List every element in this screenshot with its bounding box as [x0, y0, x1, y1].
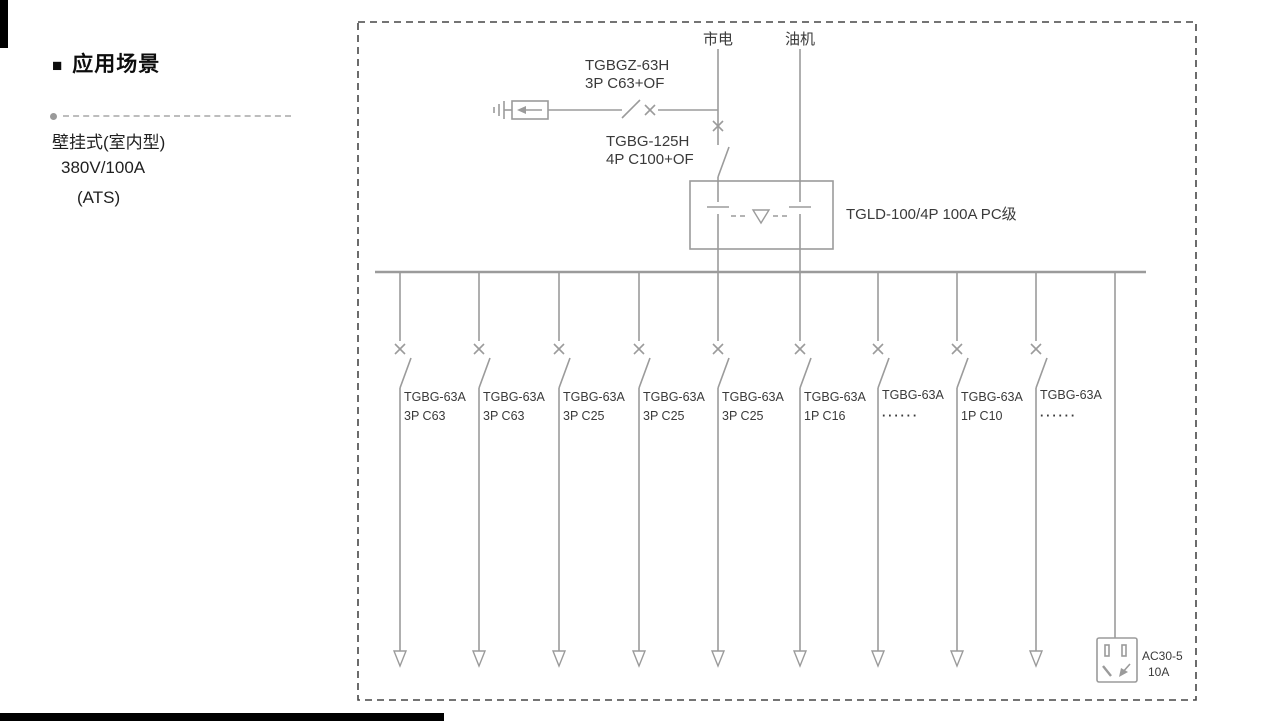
breaker-cross-icon	[394, 343, 406, 355]
feeder-model-label: TGBG-63A	[722, 390, 784, 404]
section-title: ■ 应用场景	[52, 48, 160, 78]
feeder-model-label: TGBG-63A	[961, 390, 1023, 404]
feeder-branch: TGBG-63A 3P C63	[471, 272, 545, 668]
breaker-cross-icon	[553, 343, 565, 355]
spec-rating: 380V/100A	[61, 158, 146, 177]
breaker-cross-icon	[644, 104, 656, 116]
load-arrow-icon	[792, 650, 808, 668]
feeder-model-label: TGBG-63A	[643, 390, 705, 404]
breaker-blade-icon	[717, 357, 730, 389]
feeder-spec-label: 1P C16	[804, 409, 846, 423]
spd-arrow-icon	[517, 106, 526, 114]
feeder-model-label: TGBG-63A	[483, 390, 545, 404]
feeder-spec-label: 3P C25	[643, 409, 685, 423]
breaker-blade-icon	[799, 357, 812, 389]
feeder-spec-label: 3P C63	[404, 409, 446, 423]
ats-switch: TGLD-100/4P 100A PC级	[689, 180, 1017, 273]
main-breaker-spec-label: 4P C100+OF	[606, 151, 694, 168]
socket-rating-label: 10A	[1148, 665, 1169, 679]
load-arrow-icon	[392, 650, 408, 668]
feeder-spec-label: ······	[1040, 409, 1077, 423]
breaker-cross-icon	[951, 343, 963, 355]
breaker-cross-icon	[1030, 343, 1042, 355]
spec-ats: (ATS)	[77, 188, 121, 207]
spd-branch: TGBGZ-63H 3P C63+OF	[493, 57, 718, 120]
mains-incomer: TGBG-125H 4P C100+OF	[606, 49, 730, 182]
breaker-blade-icon	[717, 146, 730, 178]
feeder-spec-label: 3P C63	[483, 409, 525, 423]
breaker-cross-icon	[872, 343, 884, 355]
feeder-spec-label: 3P C25	[722, 409, 764, 423]
feeder-spec-label: 1P C10	[961, 409, 1003, 423]
breaker-blade-icon	[877, 357, 890, 389]
load-arrow-icon	[551, 650, 567, 668]
feeder-branch: TGBG-63A 3P C63	[392, 272, 466, 668]
section-title-text: 应用场景	[72, 53, 161, 76]
spd-breaker-spec-label: 3P C63+OF	[585, 75, 664, 92]
bottom-edge-bar	[0, 713, 444, 721]
socket-outlet-icon	[1096, 637, 1138, 683]
breaker-cross-icon	[473, 343, 485, 355]
load-arrow-icon	[1028, 650, 1044, 668]
socket-slot-icon	[1121, 644, 1127, 657]
main-breaker-model-label: TGBG-125H	[606, 133, 689, 150]
breaker-cross-icon	[794, 343, 806, 355]
square-bullet-icon: ■	[52, 56, 64, 75]
left-edge-bar	[0, 0, 8, 48]
breaker-blade-icon	[399, 357, 412, 389]
feeder-model-label: TGBG-63A	[1040, 388, 1102, 402]
load-arrow-icon	[710, 650, 726, 668]
load-arrow-icon	[870, 650, 886, 668]
breaker-blade-icon	[478, 357, 491, 389]
breaker-cross-icon	[712, 120, 724, 132]
feeder-spec-label: ······	[882, 409, 919, 423]
socket-branch: AC30-5 10A	[1096, 272, 1183, 683]
ats-mechanism-icon	[751, 209, 771, 225]
breaker-cross-icon	[712, 343, 724, 355]
breaker-blade-icon	[638, 357, 651, 389]
spd-breaker-model-label: TGBGZ-63H	[585, 57, 669, 74]
feeder-branch: TGBG-63A 3P C25	[551, 272, 625, 668]
feeder-branch: TGBG-63A ······	[870, 272, 944, 668]
feeder-model-label: TGBG-63A	[882, 388, 944, 402]
separator-dashed-line	[63, 115, 291, 117]
ats-box	[689, 180, 834, 250]
socket-slot-icon	[1102, 665, 1112, 677]
socket-arrow-icon	[1119, 668, 1128, 677]
breaker-cross-icon	[633, 343, 645, 355]
load-arrow-icon	[949, 650, 965, 668]
feeder-model-label: TGBG-63A	[563, 390, 625, 404]
spec-mounting: 壁挂式(室内型)	[52, 133, 166, 152]
feeder-branch: TGBG-63A 3P C25	[710, 272, 784, 668]
feeder-model-label: TGBG-63A	[404, 390, 466, 404]
feeder-branch: TGBG-63A 1P C10	[949, 272, 1023, 668]
feeder-spec-label: 3P C25	[563, 409, 605, 423]
load-arrow-icon	[631, 650, 647, 668]
switch-blade-icon	[621, 99, 641, 119]
ats-model-label: TGLD-100/4P 100A PC级	[846, 206, 1017, 223]
feeder-branch: TGBG-63A 1P C16	[792, 272, 866, 668]
socket-model-label: AC30-5	[1142, 649, 1183, 663]
source-mains-label: 市电	[703, 31, 733, 48]
feeder-branch: TGBG-63A ······	[1028, 272, 1102, 668]
breaker-blade-icon	[1035, 357, 1048, 389]
separator-dot	[50, 113, 57, 120]
feeder-model-label: TGBG-63A	[804, 390, 866, 404]
breaker-blade-icon	[956, 357, 969, 389]
socket-slot-icon	[1104, 644, 1110, 657]
load-arrow-icon	[471, 650, 487, 668]
enclosure-dashed-frame	[357, 21, 1197, 701]
source-generator-label: 油机	[785, 31, 815, 48]
breaker-blade-icon	[558, 357, 571, 389]
feeder-branch: TGBG-63A 3P C25	[631, 272, 705, 668]
